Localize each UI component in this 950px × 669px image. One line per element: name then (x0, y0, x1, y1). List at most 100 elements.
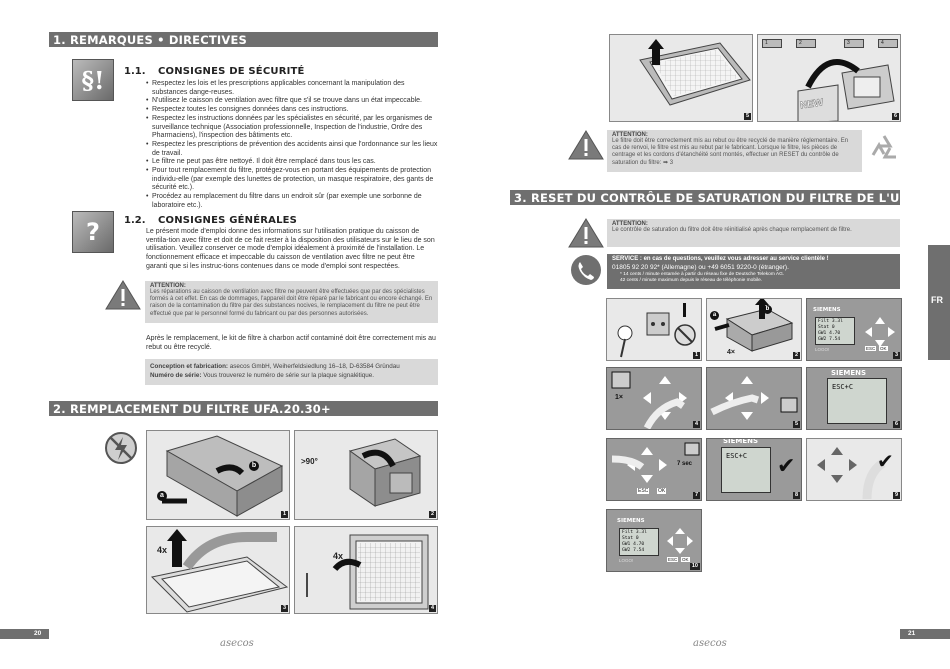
angle-label: >90° (301, 457, 318, 466)
marker-a: a (710, 311, 719, 320)
attention-text: Le filtre doit être correctement mis au … (612, 138, 849, 166)
reset-figure-2: a b 4× 2 (706, 298, 802, 361)
warning-triangle-icon (105, 280, 141, 310)
step-strip: 1 2 3 4 (762, 39, 898, 49)
safety-bullet-list: Respectez les lois et les prescriptions … (146, 80, 438, 211)
subsection-1-2-number: 1.2. (124, 215, 146, 226)
list-item: Respectez les instructions données par l… (146, 115, 438, 141)
service-heading: SERVICE : en cas de questions, veuillez … (612, 256, 829, 262)
count-label: 4x (157, 545, 168, 555)
logo-display: Filt 3.3l Stat 0 GW1 4.70 GW2 7.54 (619, 528, 659, 556)
question-icon: ? (72, 211, 114, 253)
reset-figure-3: SIEMENS Filt 3.3l Stat 0 GW1 4.70 GW2 7.… (806, 298, 902, 361)
page-number: 21 (908, 630, 916, 637)
section-1-title: 1. REMARQUES • DIRECTIVES (53, 33, 248, 47)
lcd-line: Filt 3.3l (818, 319, 843, 324)
disposal-paragraph: Après le remplacement, le kit de filtre … (146, 335, 436, 351)
figure-number: 1 (692, 352, 700, 359)
press-count: 1× (615, 394, 623, 401)
figure-5: 5 (609, 34, 753, 122)
reset-figure-8: SIEMENS ESC+C ✔ 8 (706, 438, 802, 501)
marker-a: a (157, 491, 167, 501)
step-box: 1 (762, 39, 782, 48)
list-item: Respectez les lois et les prescriptions … (146, 80, 438, 97)
service-note-1: * 14 cents / minute entamée à partir du … (620, 271, 785, 277)
esc-key: ESC (865, 346, 877, 351)
page-number: 20 (34, 630, 42, 637)
language-tab-label: FR (931, 295, 943, 305)
lcd-line: Stat 0 (622, 536, 639, 541)
attention-box-disposal: ATTENTION: Le filtre doit être correctem… (607, 130, 862, 172)
figure-number: 3 (892, 352, 900, 359)
brand-logo-left: asecos (220, 638, 254, 649)
figure-number: 4 (428, 605, 436, 612)
no-electricity-icon (104, 431, 138, 465)
marker-b: b (249, 461, 259, 471)
reset-figure-9: ✔ 9 (806, 438, 902, 501)
general-instructions-paragraph: Le présent mode d'emploi donne des infor… (146, 228, 435, 270)
attention-box-repairs: ATTENTION: Les réparations au caisson de… (145, 281, 438, 323)
reset-figure-4: 1× 4 (606, 367, 702, 430)
siemens-label: SIEMENS (813, 307, 841, 313)
figure-number: 6 (892, 421, 900, 428)
logo-label: LOGO! (815, 347, 830, 352)
attention-box-reset: ATTENTION: Le contrôle de saturation du … (607, 219, 900, 247)
figure-number: 5 (792, 421, 800, 428)
screw-count: 4× (727, 349, 735, 356)
page-number-right: 21 (900, 629, 950, 639)
lcd-line: GW2 7.54 (622, 548, 645, 553)
figure-4: 4x 4 (294, 526, 438, 614)
attention-title: ATTENTION: (612, 221, 648, 227)
brand-logo-right: asecos (693, 638, 727, 649)
manufacturer-label: Conception et fabrication: (150, 363, 229, 370)
lcd-message: ESC+C (832, 383, 854, 391)
reset-figure-6: SIEMENS ESC+C 6 (806, 367, 902, 430)
figure-number: 1 (280, 511, 288, 518)
list-item: Le filtre ne peut pas être nettoyé. Il d… (146, 158, 438, 167)
ok-key: OK (657, 488, 667, 494)
figure-number: 9 (892, 492, 900, 499)
section-3-header: 3. RESET DU CONTRÔLE DE SATURATION DU FI… (510, 190, 900, 205)
reset-figure-10: SIEMENS Filt 3.3l Stat 0 GW1 4.70 GW2 7.… (606, 509, 702, 572)
figure-number: 7 (692, 492, 700, 499)
ok-key: OK (879, 346, 888, 351)
marker-b: b (763, 305, 772, 314)
section-1-header: 1. REMARQUES • DIRECTIVES (49, 32, 438, 47)
lcd-line: Filt 3.3l (622, 530, 647, 535)
lcd-line: Stat 0 (818, 325, 835, 330)
esc-key: ESC (667, 557, 679, 562)
list-item: Pour tout remplacement du filtre, protég… (146, 167, 438, 193)
step-box: 4 (878, 39, 898, 48)
lcd-line: GW1 4.70 (818, 331, 841, 336)
reset-figure-7: 7 sec ESC OK 7 (606, 438, 702, 501)
step-box: 2 (796, 39, 816, 48)
logo-display: ESC+C (721, 447, 771, 493)
step-box: 3 (844, 39, 864, 48)
siemens-label: SIEMENS (831, 369, 867, 377)
list-item: Respectez toutes les consignes données d… (146, 106, 438, 115)
subsection-1-1-number: 1.1. (124, 66, 146, 77)
figure-number: 3 (280, 605, 288, 612)
figure-6: 1 2 3 4 NEW 6 (757, 34, 901, 122)
service-phone: 01805 92 20 92* (Allemagne) ou +49 6051 … (612, 263, 789, 271)
attention-text: Les réparations au caisson de ventilatio… (150, 289, 433, 317)
attention-text: Le contrôle de saturation du filtre doit… (612, 227, 852, 233)
hold-duration: 7 sec (677, 461, 693, 467)
subsection-1-2-title: CONSIGNES GÉNÉRALES (157, 215, 298, 226)
logo-display: Filt 3.3l Stat 0 GW1 4.70 GW2 7.54 (815, 317, 855, 345)
manufacturer-value: asecos GmbH, Weiherfeldsiedlung 16–18, D… (229, 363, 400, 370)
figure-number: 10 (689, 563, 700, 570)
paragraph-warning-icon: §! (72, 59, 114, 101)
lcd-line: GW1 4.70 (622, 542, 645, 547)
count-label: 4x (333, 551, 344, 561)
list-item: N'utilisez le caisson de ventilation ave… (146, 97, 438, 106)
list-item: Procédez au remplacement du filtre dans … (146, 193, 438, 210)
warning-triangle-icon (568, 218, 604, 248)
esc-key: ESC (637, 488, 650, 494)
subsection-1-1-title: CONSIGNES DE SÉCURITÉ (157, 66, 305, 77)
reset-figure-1: 1 (606, 298, 702, 361)
siemens-label: SIEMENS (723, 438, 759, 445)
attention-title: ATTENTION: (612, 132, 648, 138)
section-2-title: 2. REMPLACEMENT DU FILTRE UFA.20.30+ (53, 402, 331, 416)
lcd-line: GW2 7.54 (818, 337, 841, 342)
